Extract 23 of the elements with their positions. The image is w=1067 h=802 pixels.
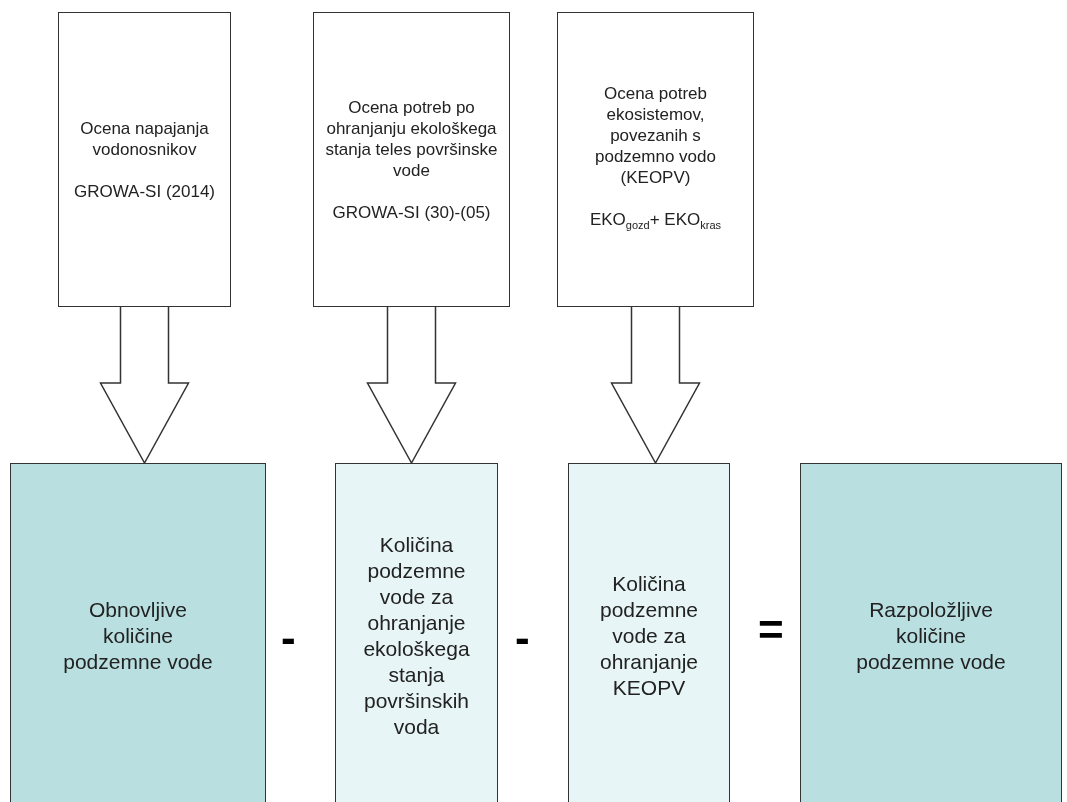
operator-sign: = — [758, 608, 784, 652]
box-text: Razpoložljive količine podzemne vode — [855, 597, 1007, 675]
box-text: Ocena potreb ekosistemov, povezanih s podzemno vodo (KEOPV) — [594, 82, 717, 188]
quantity-box — [335, 463, 498, 802]
block-arrow — [99, 306, 190, 465]
box-text: Ocena potreb po ohranjanju ekološkega stanja teles površinske vode — [324, 96, 499, 181]
block-arrow — [366, 306, 457, 465]
quantity-box — [568, 463, 730, 802]
box-text: Količina podzemne vode za ohranjanje KEOPV — [598, 571, 700, 701]
block-arrow — [610, 306, 701, 465]
quantity-box — [10, 463, 266, 802]
input-box — [313, 12, 510, 307]
operator-sign: - — [515, 616, 530, 660]
operator-sign: - — [281, 616, 296, 660]
quantity-box — [800, 463, 1062, 802]
input-box — [557, 12, 754, 307]
source-text: GROWA-SI (30)-(05) — [332, 201, 491, 223]
box-text: Obnovljive količine podzemne vode — [62, 597, 214, 675]
source-text: EKO$_{gozd}$+ EKO$_{kras}$ — [589, 208, 722, 234]
source-text: GROWA-SI (2014) — [73, 180, 216, 202]
input-box — [58, 12, 231, 307]
box-text: Količina podzemne vode za ohranjanje ekološkega stanja površinskih voda — [362, 532, 471, 740]
box-text: Ocena napajanja vodonosnikov — [79, 117, 210, 160]
